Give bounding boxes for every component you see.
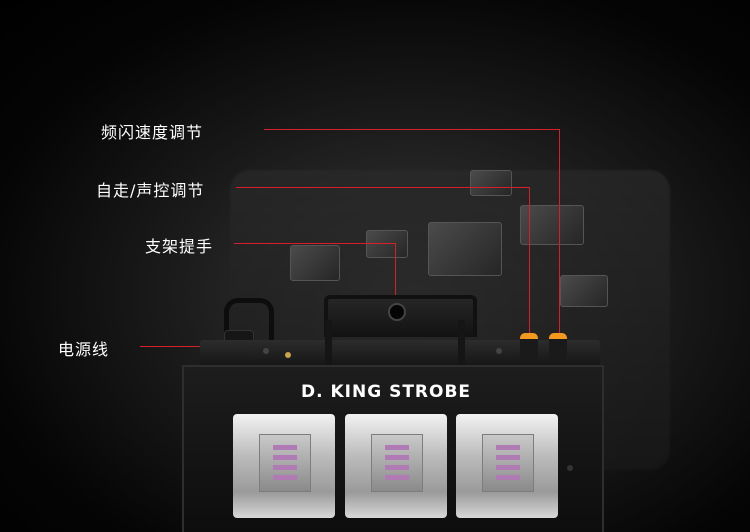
led-strip — [496, 455, 520, 460]
led-strip — [385, 465, 409, 470]
led-strip — [385, 475, 409, 480]
screw-decoration — [285, 352, 291, 358]
callout-bracket-handle: 支架提手 — [145, 237, 214, 256]
led-module — [259, 434, 311, 492]
chip-decoration — [520, 205, 584, 245]
callout-line-auto-sound-drop — [529, 187, 530, 335]
bracket-handle-leg — [325, 320, 332, 375]
flash-speed-knob — [549, 333, 567, 361]
chip-decoration — [470, 170, 512, 196]
callout-line-auto-sound — [236, 187, 530, 188]
auto-sound-knob — [520, 333, 538, 361]
led-strip — [496, 475, 520, 480]
device-top-plate — [200, 340, 600, 368]
chip-decoration — [366, 230, 408, 258]
screw-decoration — [496, 348, 502, 354]
chip-decoration — [560, 275, 608, 307]
callout-line-flash-speed — [264, 129, 560, 130]
indicator-hole — [567, 465, 573, 471]
led-strip — [385, 455, 409, 460]
bracket-lock-knob — [388, 303, 406, 321]
screw-decoration — [263, 348, 269, 354]
led-strip — [273, 475, 297, 480]
led-module — [371, 434, 423, 492]
bracket-handle-leg — [458, 320, 465, 375]
led-strip — [496, 445, 520, 450]
lamp-panel — [456, 414, 558, 518]
callout-line-power — [140, 346, 230, 347]
chip-decoration — [428, 222, 502, 276]
lamp-panel — [345, 414, 447, 518]
callout-line-bracket-drop — [395, 243, 396, 305]
led-strip — [273, 455, 297, 460]
callout-auto-sound: 自走/声控调节 — [96, 181, 205, 200]
callout-power-cord: 电源线 — [58, 340, 110, 359]
led-strip — [273, 445, 297, 450]
led-strip — [385, 445, 409, 450]
led-strip — [273, 465, 297, 470]
callout-flash-speed: 频闪速度调节 — [101, 123, 204, 142]
callout-line-bracket — [234, 243, 396, 244]
chip-decoration — [290, 245, 340, 281]
lamp-panel — [233, 414, 335, 518]
led-strip — [496, 465, 520, 470]
brand-label: D. KING STROBE — [301, 382, 472, 402]
callout-line-flash-speed-drop — [559, 129, 560, 335]
led-module — [482, 434, 534, 492]
